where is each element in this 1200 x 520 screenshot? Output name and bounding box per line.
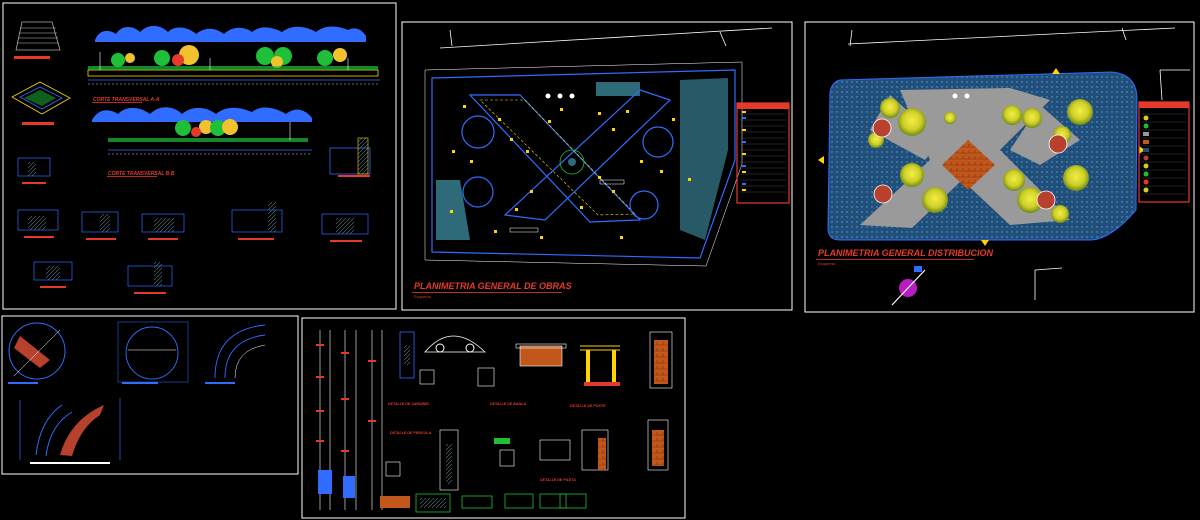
sheet1-details-row1 <box>17 157 369 294</box>
fountain-elevation <box>19 398 121 464</box>
plan-distribucion-title: PLANIMETRIA GENERAL DISTRIBUCION <box>818 248 994 258</box>
legend-distribucion <box>1138 101 1190 203</box>
stair-detail <box>14 21 61 59</box>
pilaster-detail <box>399 331 415 379</box>
detail-label-3: DETALLE DE POSTE <box>570 404 606 408</box>
sheet-plan-distribucion: PLANIMETRIA GENERAL DISTRIBUCION Esquema <box>804 21 1195 313</box>
north-arrow-icon <box>891 266 926 306</box>
detail-label-1: DETALLE DE SARDINEL <box>388 402 430 406</box>
iso-detail <box>11 81 71 125</box>
section-a-label: CORTE TRANSVERSAL A-A <box>93 97 160 103</box>
sheet-construction-details: DETALLE DE SARDINEL DETALLE DE BANCA DET… <box>301 317 686 519</box>
fountain-plan-2 <box>117 321 189 384</box>
arch-detail <box>424 335 486 353</box>
mid-details <box>385 367 669 491</box>
post-detail <box>649 331 673 389</box>
legend-obras <box>736 102 790 204</box>
sheet-plan-obras: PLANIMETRIA GENERAL DE OBRAS Esquema <box>401 21 793 311</box>
fountain-arcs <box>205 324 266 384</box>
sheet-fountain-details <box>1 315 299 475</box>
detail-label-4: DETALLE DE PERGOLA <box>390 431 431 435</box>
section-b-label: CORTE TRANSVERSAL B-B <box>108 171 175 177</box>
section-b: CORTE TRANSVERSAL B-B <box>92 107 312 177</box>
bench-detail <box>515 343 567 367</box>
fountain-plan <box>8 322 66 384</box>
detail-label-2: DETALLE DE BANCA <box>490 402 527 406</box>
section-a: CORTE TRANSVERSAL A-A <box>87 25 380 103</box>
bottom-details <box>380 493 587 513</box>
plan-obras-subtitle: Esquema <box>414 294 432 299</box>
detail-label-5: DETALLE DE PILETA <box>540 478 576 482</box>
plan-distribucion-subtitle: Esquema <box>818 261 836 266</box>
sheet-sections: CORTE TRANSVERSAL A-A CORTE TRANSVERSAL … <box>2 2 397 310</box>
pergola-detail <box>580 345 620 386</box>
sheet1-details-right <box>329 137 371 177</box>
plan-obras-title: PLANIMETRIA GENERAL DE OBRAS <box>414 281 572 291</box>
